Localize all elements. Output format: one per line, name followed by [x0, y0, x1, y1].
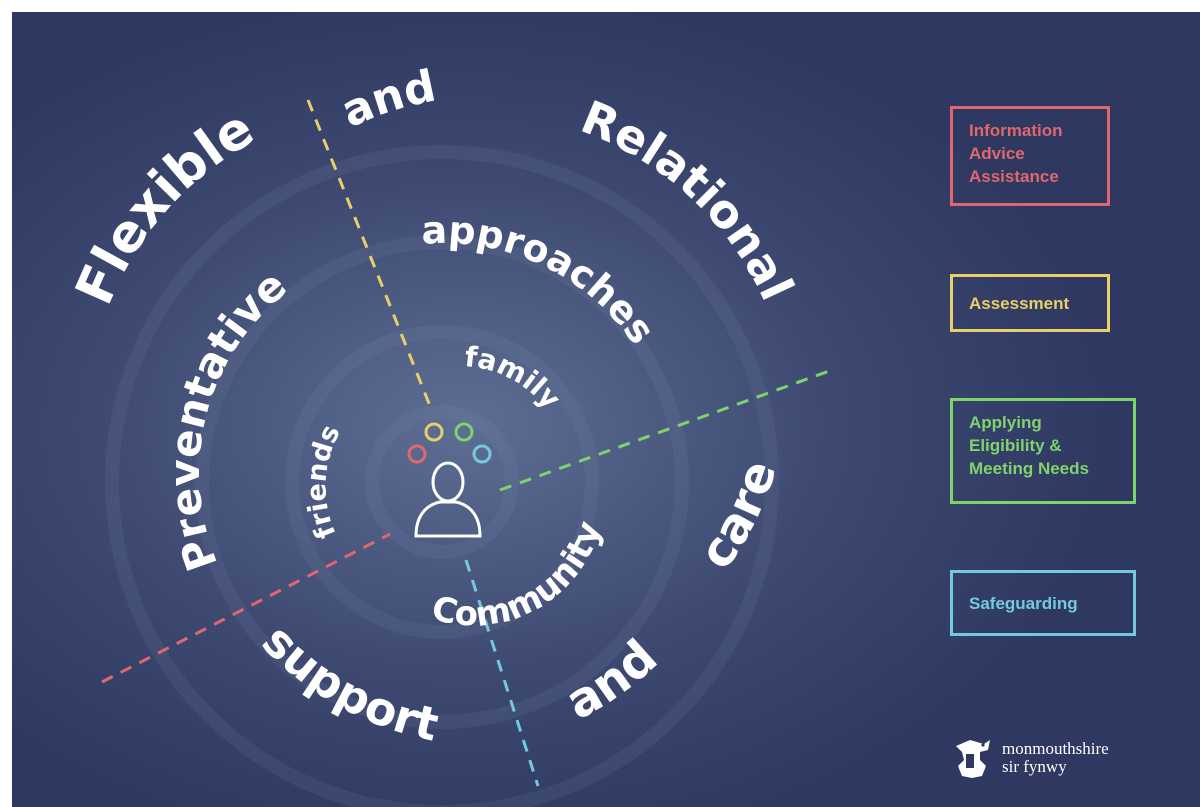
- logo-wordmark: monmouthshire sir fynwy: [1002, 740, 1109, 776]
- wheel-diagram: Flexible and Relational care and support…: [12, 12, 1200, 807]
- center-icon-group: [407, 422, 492, 538]
- divider-yellow: [306, 99, 432, 407]
- red-dot-icon: [407, 444, 427, 464]
- diagram-canvas: Flexible and Relational care and support…: [12, 12, 1200, 807]
- divider-blue: [464, 559, 540, 787]
- legend-information-advice-assistance: Information Advice Assistance: [950, 106, 1110, 206]
- person-icon: [414, 461, 482, 538]
- dragon-crest-icon: [956, 740, 990, 778]
- green-dot-icon: [454, 422, 474, 442]
- legend-applying-eligibility: Applying Eligibility & Meeting Needs: [950, 398, 1136, 504]
- legend-safeguarding: Safeguarding: [950, 570, 1136, 636]
- background-glow: [12, 12, 1200, 807]
- logo-line-2: sir fynwy: [1002, 757, 1067, 776]
- background-swirl: [105, 145, 779, 807]
- divider-red: [101, 532, 391, 684]
- legend-assessment: Assessment: [950, 274, 1110, 332]
- section-dividers: [101, 99, 833, 787]
- monmouthshire-logo: monmouthshire sir fynwy: [950, 736, 1140, 784]
- logo-line-1: monmouthshire: [1002, 739, 1109, 758]
- blue-dot-icon: [472, 444, 492, 464]
- divider-green: [499, 368, 833, 492]
- yellow-dot-icon: [424, 422, 444, 442]
